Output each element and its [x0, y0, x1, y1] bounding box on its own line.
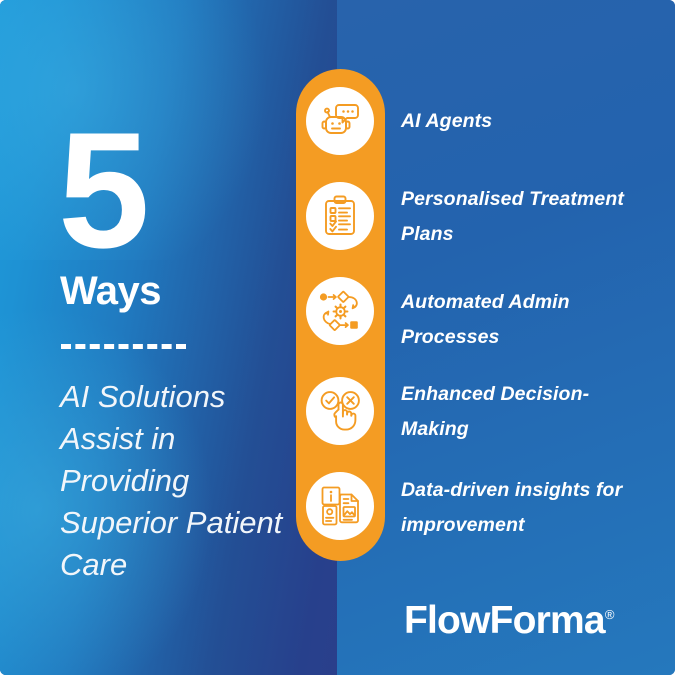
icon-badge-3 — [306, 277, 374, 345]
list-item-label-1: AI Agents — [401, 110, 493, 132]
flowforma-logo: FlowForma® — [404, 593, 614, 643]
dashed-divider — [61, 344, 186, 349]
headline-block: 5 Ways AI Solutions Assist in Providing … — [58, 0, 318, 675]
workflow-gear-icon — [317, 288, 364, 335]
icon-badge-2 — [306, 182, 374, 250]
list-item-label-3: Automated Admin Processes — [401, 291, 570, 348]
icon-badge-4 — [306, 377, 374, 445]
icon-badge-1 — [306, 87, 374, 155]
registered-trademark-icon: ® — [604, 607, 615, 622]
decision-hand-icon — [318, 389, 363, 434]
icon-badge-5 — [306, 472, 374, 540]
headline-subtitle: AI Solutions Assist in Providing Superio… — [60, 379, 283, 582]
flowforma-logo-text: FlowForma — [404, 599, 606, 642]
list-item-label-5: Data-driven insights for improvement — [401, 479, 623, 536]
list-item-label-2: Personalised Treatment Plans — [401, 188, 624, 245]
headline-word: Ways — [60, 269, 162, 313]
list-item-label-4: Enhanced Decision-Making — [401, 383, 590, 440]
data-documents-icon — [318, 484, 363, 529]
ai-robot-chat-icon — [317, 98, 363, 144]
clipboard-checklist-icon — [318, 194, 362, 238]
headline-number: 5 — [58, 98, 150, 282]
